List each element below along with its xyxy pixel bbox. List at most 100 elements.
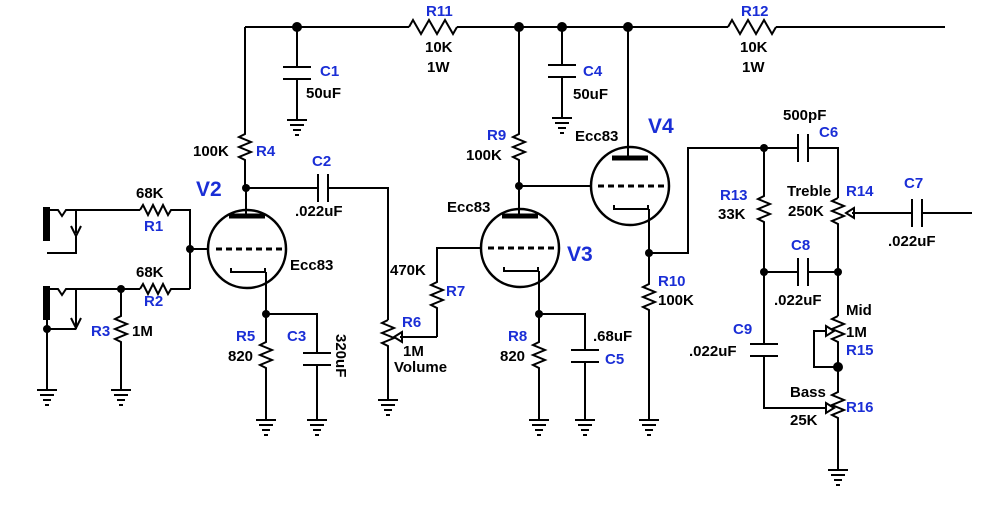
ground-icon: [307, 419, 327, 436]
c2-value: .022uF: [295, 203, 343, 220]
c1-ref: C1: [320, 63, 339, 80]
v2-type: Ecc83: [290, 257, 333, 274]
c6-value: 500pF: [783, 107, 826, 124]
c8-capacitor: [764, 258, 842, 286]
r3-value: 1M: [132, 323, 153, 340]
r15-value: 1M: [846, 324, 867, 341]
r6-name: Volume: [394, 359, 447, 376]
ground-icon: [552, 117, 572, 134]
r2-value: 68K: [136, 264, 164, 281]
r1-value: 68K: [136, 185, 164, 202]
r11-ref: R11: [426, 3, 453, 20]
r6-ref: R6: [402, 314, 421, 331]
c1-capacitor: [283, 27, 311, 136]
r11-rating: 1W: [427, 59, 450, 76]
r16-ref: R16: [846, 399, 874, 416]
r6-volume-pot: [378, 319, 437, 416]
r14-name: Treble: [787, 183, 831, 200]
c3-ref: C3: [287, 328, 306, 345]
r8-value: 820: [500, 348, 525, 365]
input-ground-wiring: [37, 236, 77, 406]
c6-ref: C6: [819, 124, 838, 141]
c8-value: .022uF: [774, 292, 822, 309]
r15-name: Mid: [846, 302, 872, 319]
r4-value: 100K: [193, 143, 229, 160]
c7-capacitor: [900, 199, 972, 227]
r4-resistor: [236, 27, 318, 192]
ground-icon: [111, 389, 131, 406]
r13-resistor: [755, 148, 773, 276]
c9-ref: C9: [733, 321, 752, 338]
ground-icon: [529, 419, 549, 436]
r3-resistor: [111, 289, 131, 406]
r7-value: 470K: [390, 262, 426, 279]
r9-resistor: [510, 27, 590, 190]
r12-rating: 1W: [742, 59, 765, 76]
r10-value: 100K: [658, 292, 694, 309]
r15-mid-pot: [813, 315, 847, 372]
v3-ref: V3: [567, 243, 593, 266]
r10-ref: R10: [658, 273, 686, 290]
r12-value: 10K: [740, 39, 768, 56]
c4-value: 50uF: [573, 86, 608, 103]
r11-value: 10K: [425, 39, 453, 56]
v4-ref: V4: [648, 115, 674, 138]
ground-icon: [256, 419, 276, 436]
r9-value: 100K: [466, 147, 502, 164]
r10-resistor: [639, 253, 659, 436]
v3-type: Ecc83: [447, 199, 490, 216]
r6-value: 1M: [403, 343, 424, 360]
input-jack-1-icon: [43, 207, 140, 241]
r16-value: 25K: [790, 412, 818, 429]
r14-treble-pot: [829, 197, 900, 316]
r16-name: Bass: [790, 384, 826, 401]
r7-ref: R7: [446, 283, 465, 300]
r15-ref: R15: [846, 342, 874, 359]
c9-value: .022uF: [689, 343, 737, 360]
r5-value: 820: [228, 348, 253, 365]
ground-icon: [37, 389, 57, 406]
c4-capacitor: [548, 27, 576, 134]
r14-value: 250K: [788, 203, 824, 220]
cathode-v2: [256, 284, 331, 436]
r7-resistor: [428, 247, 480, 337]
c3-value: 320uF: [332, 334, 349, 377]
ground-icon: [575, 419, 595, 436]
r9-ref: R9: [487, 127, 506, 144]
c2-ref: C2: [312, 153, 331, 170]
c8-ref: C8: [791, 237, 810, 254]
v2-tube-icon: [206, 188, 288, 290]
c1-value: 50uF: [306, 85, 341, 102]
input-jack-2-icon: [43, 286, 140, 331]
ground-icon: [378, 399, 398, 416]
r2-resistor: [117, 245, 210, 297]
b-plus-rail: [245, 17, 945, 37]
ground-icon: [639, 419, 659, 436]
r12-ref: R12: [741, 3, 769, 20]
r14-ref: R14: [846, 183, 874, 200]
c5-ref: C5: [605, 351, 624, 368]
c7-value: .022uF: [888, 233, 936, 250]
v4-type: Ecc83: [575, 128, 618, 145]
r13-value: 33K: [718, 206, 746, 223]
r16-bass-pot: [828, 367, 848, 486]
r2-ref: R2: [144, 293, 163, 310]
ground-icon: [287, 119, 307, 136]
r4-ref: R4: [256, 143, 276, 160]
v2-ref: V2: [196, 178, 222, 201]
c4-ref: C4: [583, 63, 603, 80]
r3-ref: R3: [91, 323, 110, 340]
v4-tube-icon: [589, 27, 798, 257]
c5-value: .68uF: [593, 328, 632, 345]
ground-icon: [828, 469, 848, 486]
r13-ref: R13: [720, 187, 748, 204]
r1-ref: R1: [144, 218, 163, 235]
r5-ref: R5: [236, 328, 255, 345]
c7-ref: C7: [904, 175, 923, 192]
r1-resistor: [139, 202, 191, 289]
c9-capacitor: [750, 272, 836, 415]
r8-ref: R8: [508, 328, 527, 345]
v3-tube-icon: [479, 186, 561, 289]
cathode-v3: [529, 283, 599, 436]
